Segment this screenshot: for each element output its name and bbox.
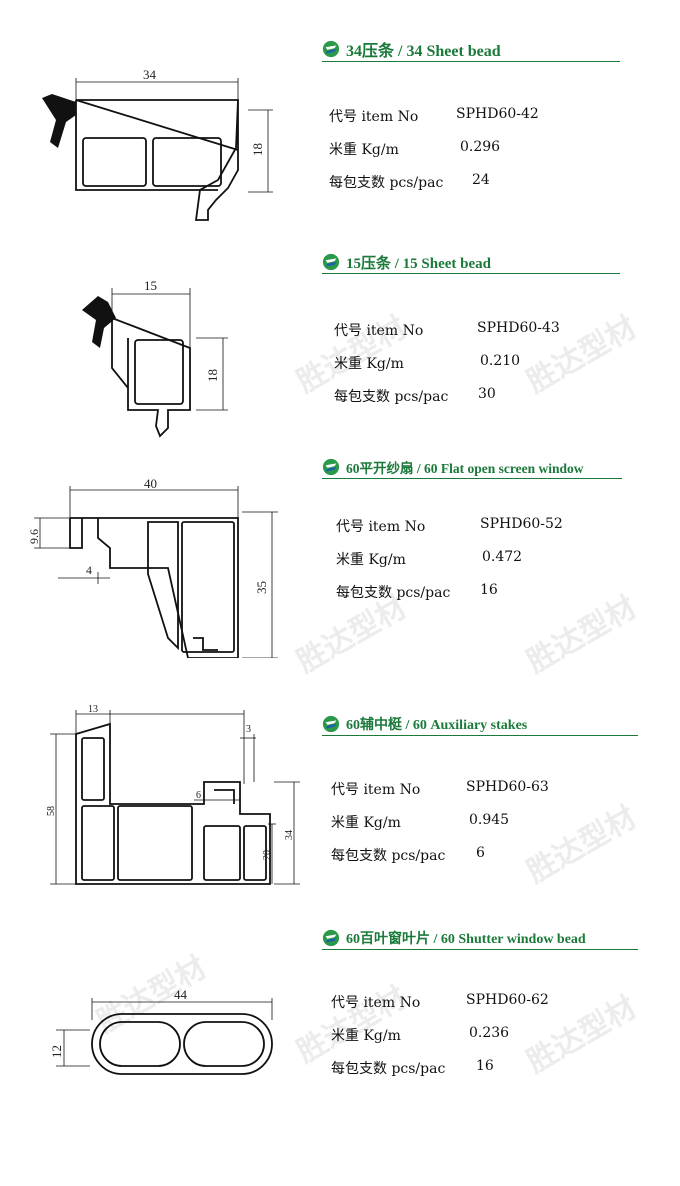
product-title: 15压条 / 15 Sheet bead — [322, 250, 491, 274]
dimension-label: 34 — [143, 70, 157, 82]
profile-drawing: 13 58 3 6 34 20 — [46, 704, 300, 885]
dimension-label: 20 — [262, 850, 273, 860]
dimension-label: 34 — [284, 830, 295, 840]
product-60-shutter-window-bead: 60百叶窗叶片 / 60 Shutter window bead 44 12 代… — [0, 920, 680, 1120]
product-title: 60辅中梃 / 60 Auxiliary stakes — [322, 712, 527, 736]
title-underline — [322, 735, 638, 736]
dimension-label: 13 — [88, 704, 98, 715]
dimension-label: 58 — [46, 806, 57, 816]
profile-drawing: 44 12 — [50, 987, 273, 1075]
logo-icon — [322, 253, 340, 271]
profile-drawing: 40 9.6 4 35 — [28, 478, 278, 658]
logo-icon — [322, 715, 340, 733]
title-underline — [322, 949, 638, 950]
profile-drawing: 15 18 — [82, 278, 228, 438]
logo-icon — [322, 929, 340, 947]
dimension-label: 6 — [196, 790, 201, 801]
profile-drawing: 34 18 — [42, 70, 273, 221]
logo-icon — [322, 458, 340, 476]
dimension-label: 15 — [144, 278, 157, 293]
dimension-label: 18 — [205, 369, 220, 382]
dimension-label: 4 — [86, 563, 92, 577]
title-underline — [322, 61, 620, 62]
product-60-auxiliary-stakes: 60辅中梃 / 60 Auxiliary stakes 13 58 3 6 34… — [0, 690, 680, 910]
logo-icon — [322, 40, 340, 58]
product-title: 34压条 / 34 Sheet bead — [322, 37, 501, 61]
product-title: 60平开纱扇 / 60 Flat open screen window — [322, 455, 584, 479]
dimension-label: 35 — [254, 581, 269, 594]
dimension-label: 18 — [250, 143, 265, 156]
dimension-label: 40 — [144, 478, 157, 491]
dimension-label: 12 — [50, 1045, 64, 1058]
title-underline — [322, 273, 620, 274]
product-60-flat-open-screen-window: 60平开纱扇 / 60 Flat open screen window 40 9… — [0, 450, 680, 670]
dimension-label: 3 — [246, 724, 251, 735]
dimension-label: 44 — [174, 987, 188, 1002]
product-title: 60百叶窗叶片 / 60 Shutter window bead — [322, 926, 586, 950]
title-underline — [322, 478, 622, 479]
dimension-label: 9.6 — [28, 529, 41, 544]
